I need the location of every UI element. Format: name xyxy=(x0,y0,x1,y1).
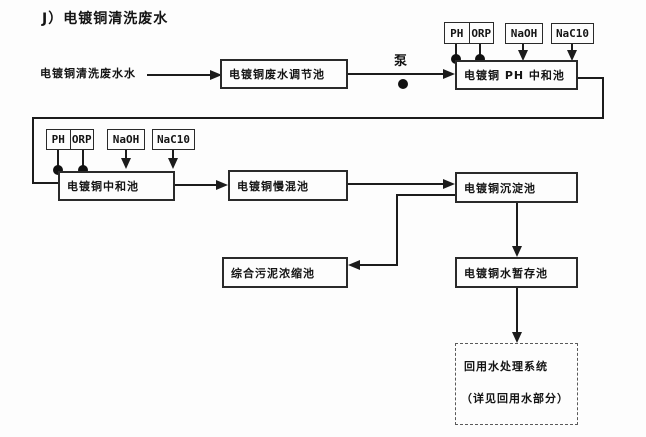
naclo-box-top: NaC10 xyxy=(551,23,594,44)
arrowhead-down-icon xyxy=(518,50,528,61)
influent-label: 电镀铜清洗废水水 xyxy=(40,67,136,80)
sediment-tank-node: 电镀铜沉淀池 xyxy=(455,172,578,203)
sludge-tank-node: 综合污泥浓缩池 xyxy=(222,257,348,288)
arrowhead-down-icon xyxy=(512,332,522,343)
flow-line xyxy=(578,77,604,79)
arrowhead-right-icon xyxy=(216,180,228,190)
sludge-line xyxy=(360,264,398,266)
junction-dot-icon xyxy=(53,165,63,175)
flow-line xyxy=(32,117,604,119)
arrowhead-right-icon xyxy=(210,70,222,80)
ph-neutral-tank-label: 电镀铜 PH 中和池 xyxy=(464,69,565,82)
probe-line xyxy=(455,44,457,58)
storage-tank-node: 电镀铜水暂存池 xyxy=(455,257,578,288)
diagram-title: J）电镀铜清洗废水 xyxy=(42,11,169,27)
naoh-label: NaOH xyxy=(112,133,140,146)
flow-line xyxy=(32,182,58,184)
naoh-label: NaOH xyxy=(510,27,538,40)
ph-orp-box-left: PH ORP xyxy=(46,129,94,150)
flow-line xyxy=(348,183,443,185)
naclo-box-left: NaC10 xyxy=(152,129,195,150)
sludge-line xyxy=(396,194,398,266)
probe-line xyxy=(479,44,481,58)
pump-dot-icon xyxy=(398,79,408,89)
flow-line xyxy=(175,184,216,186)
slow-mix-tank-label: 电镀铜慢混池 xyxy=(237,179,309,193)
junction-dot-icon xyxy=(451,54,461,64)
arrowhead-left-icon xyxy=(348,260,360,270)
sediment-tank-label: 电镀铜沉淀池 xyxy=(464,181,536,195)
dosing-line xyxy=(172,150,174,160)
flow-line xyxy=(348,73,443,75)
arrowhead-down-icon xyxy=(512,246,522,257)
orp-label: ORP xyxy=(69,130,94,149)
sludge-line xyxy=(396,194,455,196)
arrowhead-down-icon xyxy=(567,50,577,61)
junction-dot-icon xyxy=(78,165,88,175)
ph-neutral-tank-node: 电镀铜 PH 中和池 xyxy=(455,60,578,90)
reuse-system-note: （详见回用水部分） xyxy=(461,392,569,405)
naoh-box-left: NaOH xyxy=(107,129,145,150)
ph-orp-box-top: PH ORP xyxy=(444,22,494,44)
flow-line xyxy=(516,203,518,246)
flow-line xyxy=(602,77,604,119)
arrowhead-right-icon xyxy=(443,179,455,189)
dosing-line xyxy=(571,44,573,52)
adjust-tank-label: 电镀铜废水调节池 xyxy=(229,68,325,81)
neutral-tank-node: 电镀铜中和池 xyxy=(58,171,175,201)
flow-line xyxy=(516,288,518,332)
naclo-label: NaC10 xyxy=(555,27,590,40)
sludge-tank-label: 综合污泥浓缩池 xyxy=(231,266,315,280)
adjust-tank-node: 电镀铜废水调节池 xyxy=(220,59,348,89)
pump-label: 泵 xyxy=(394,54,408,69)
naoh-box-top: NaOH xyxy=(505,23,543,44)
naclo-label: NaC10 xyxy=(156,133,191,146)
arrowhead-down-icon xyxy=(168,158,178,169)
arrowhead-right-icon xyxy=(443,69,455,79)
dosing-line xyxy=(522,44,524,52)
probe-line xyxy=(82,150,84,166)
flow-line xyxy=(147,74,212,76)
junction-dot-icon xyxy=(475,54,485,64)
dosing-line xyxy=(125,150,127,160)
ph-label: PH xyxy=(51,133,65,146)
neutral-tank-label: 电镀铜中和池 xyxy=(67,180,139,193)
arrowhead-down-icon xyxy=(121,158,131,169)
slow-mix-tank-node: 电镀铜慢混池 xyxy=(228,170,348,201)
reuse-system-node: 回用水处理系统 （详见回用水部分） xyxy=(455,343,578,425)
orp-label: ORP xyxy=(468,23,494,43)
ph-label: PH xyxy=(450,26,464,40)
reuse-system-label: 回用水处理系统 xyxy=(464,360,548,373)
flow-line xyxy=(32,117,34,184)
storage-tank-label: 电镀铜水暂存池 xyxy=(464,266,548,280)
probe-line xyxy=(57,150,59,166)
